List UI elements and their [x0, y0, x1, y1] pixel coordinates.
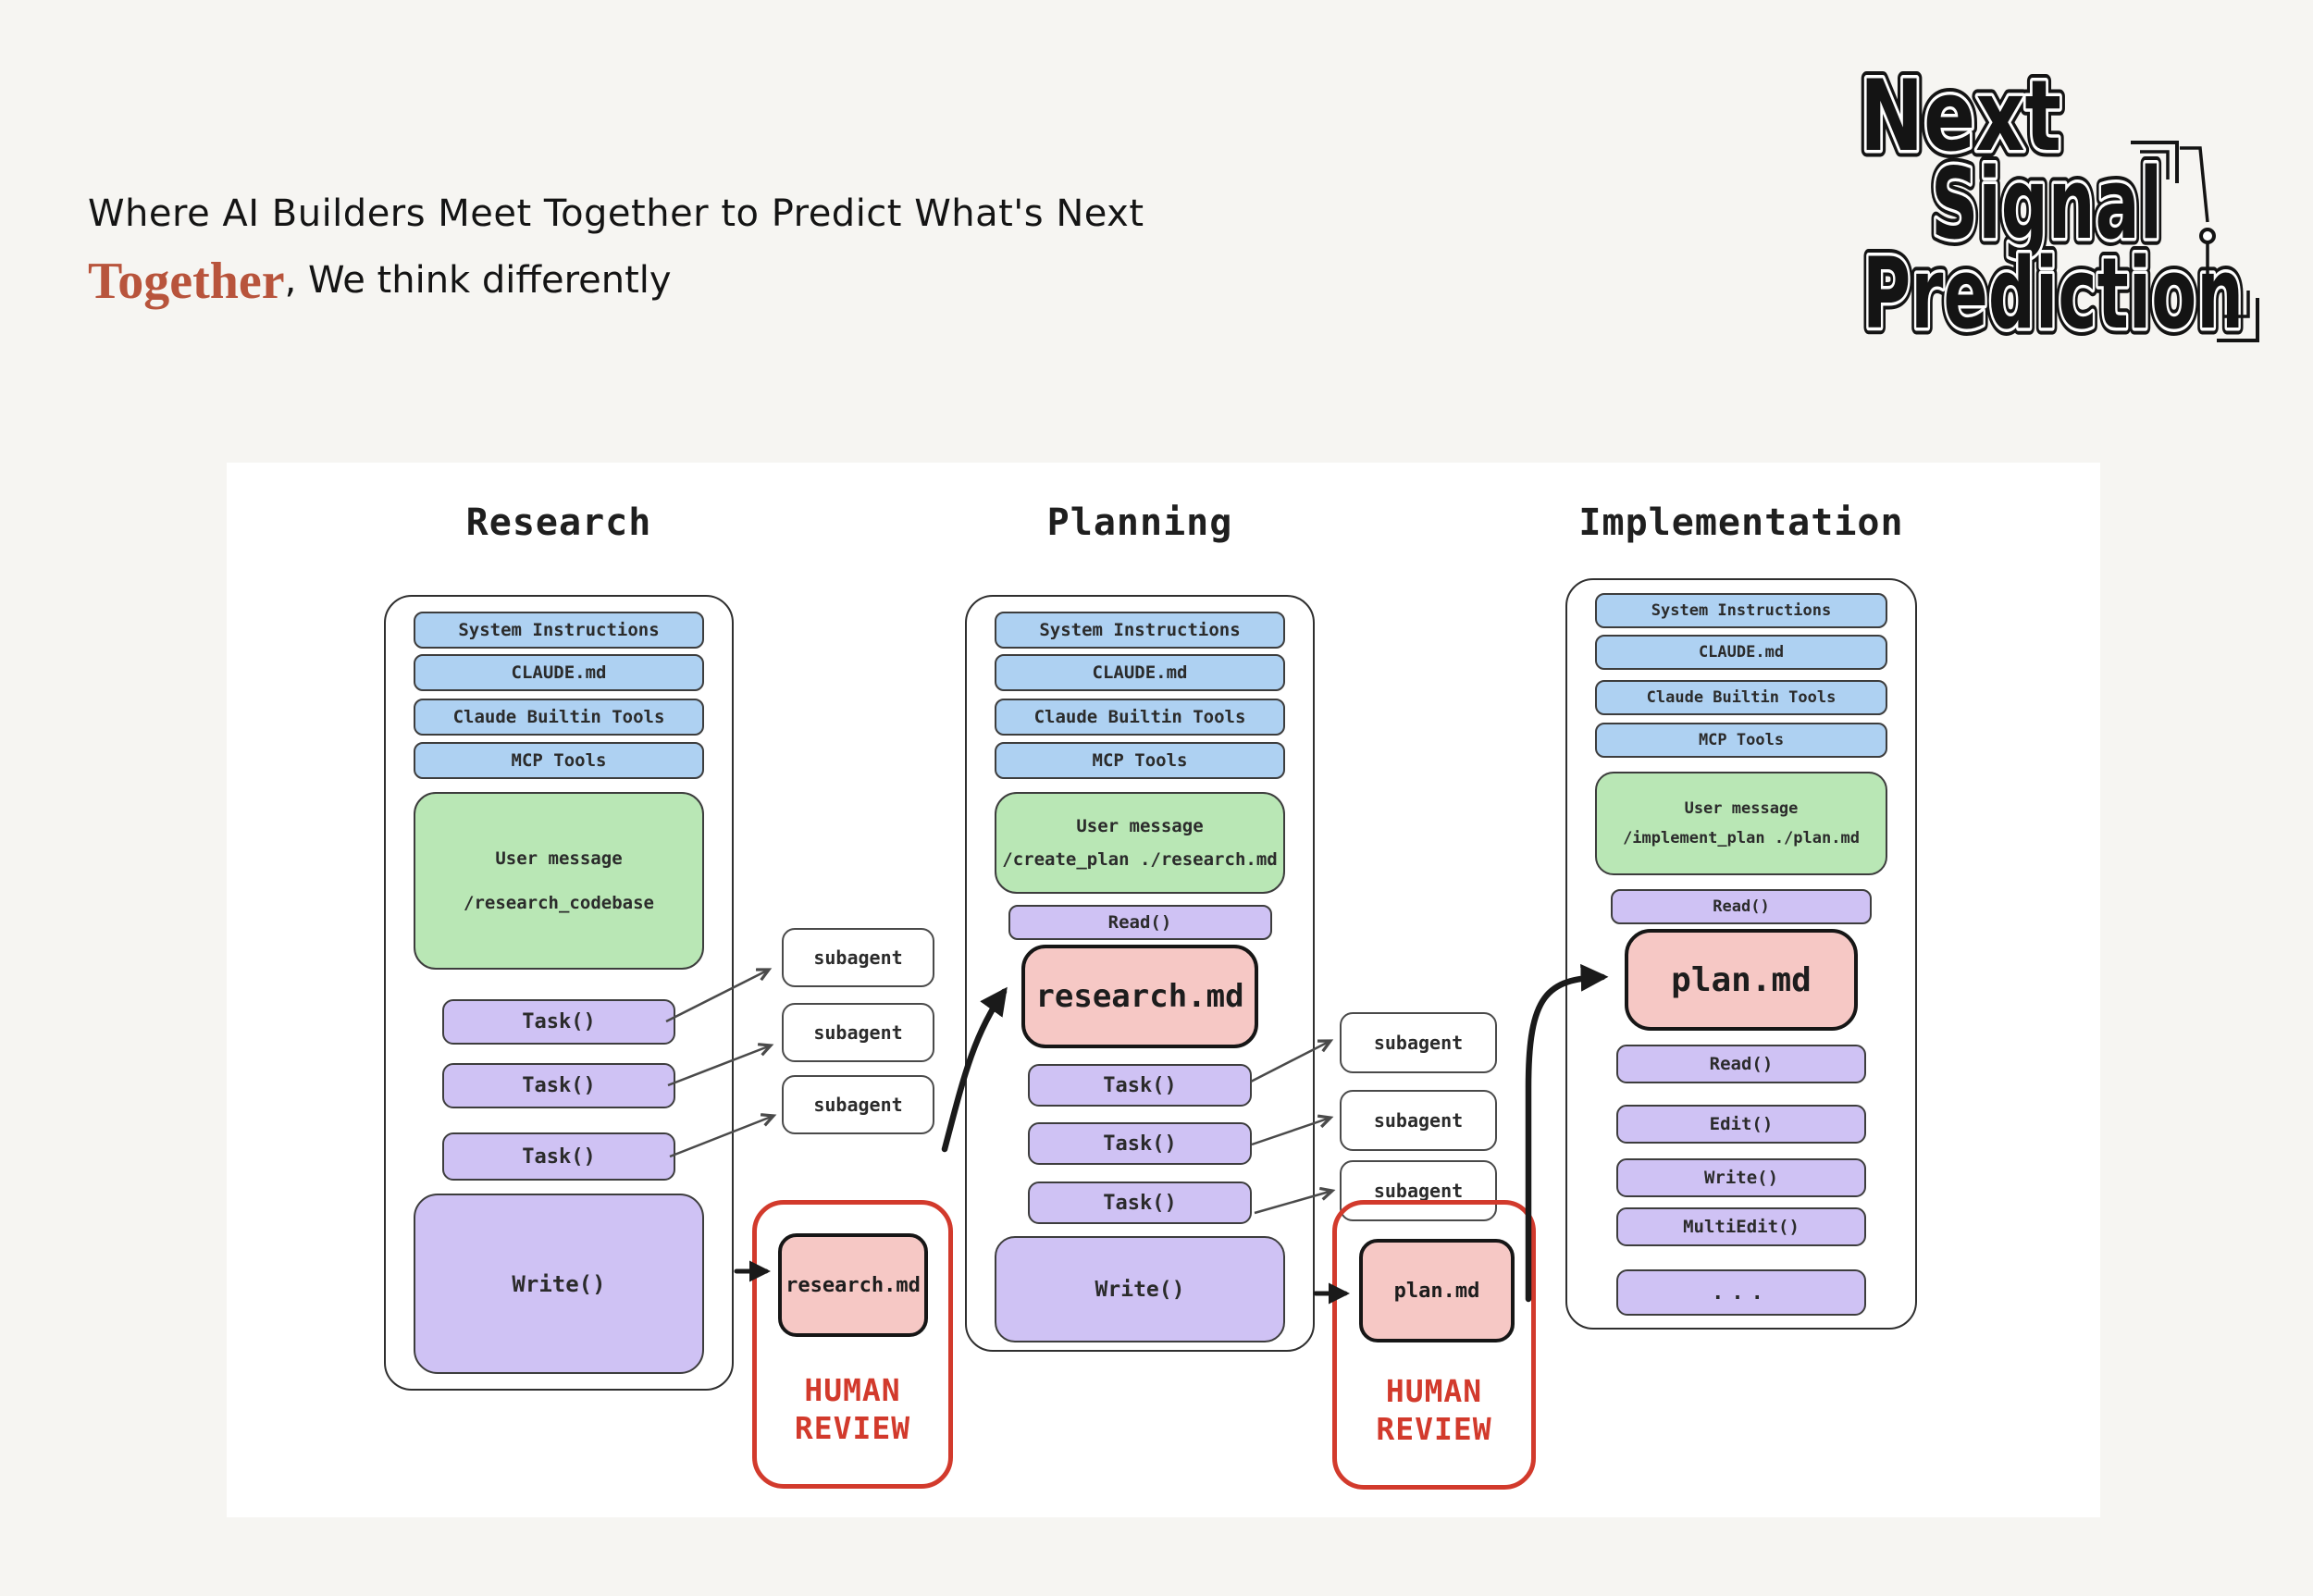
- write-call: Write(): [995, 1236, 1285, 1342]
- human-review-box: research.md HUMAN REVIEW: [752, 1200, 953, 1489]
- task-call: Task(): [1028, 1182, 1252, 1224]
- brand-logo: Next Signal Prediction Next Signal Predi…: [1853, 63, 2259, 350]
- research-md-artifact: research.md: [1021, 945, 1258, 1048]
- user-message-command: /research_codebase: [464, 893, 654, 913]
- research-title: Research: [465, 501, 652, 544]
- task-call: Task(): [442, 1063, 675, 1108]
- reviewed-plan-md: plan.md: [1359, 1239, 1515, 1342]
- context-pill: System Instructions: [414, 612, 704, 649]
- logo-line3: Prediction: [1862, 237, 2244, 350]
- implementation-agent-container: System Instructions CLAUDE.md Claude Bui…: [1565, 578, 1917, 1330]
- user-message-label: User message: [495, 848, 623, 869]
- plan-md-artifact: plan.md: [1625, 929, 1858, 1031]
- context-pill: System Instructions: [995, 612, 1285, 649]
- subtitle-rest: , We think differently: [284, 259, 672, 302]
- subagent-box: subagent: [782, 1075, 934, 1134]
- circuit-bracket-top-icon: [2131, 141, 2179, 183]
- human-review-label: HUMAN REVIEW: [757, 1371, 948, 1447]
- context-pill: Claude Builtin Tools: [1595, 680, 1887, 715]
- task-call: Task(): [442, 1132, 675, 1181]
- planning-agent-container: System Instructions CLAUDE.md Claude Bui…: [965, 595, 1315, 1352]
- user-message-box: User message /create_plan ./research.md: [995, 792, 1285, 894]
- circuit-trace-icon: [2180, 146, 2209, 223]
- context-pill: CLAUDE.md: [1595, 635, 1887, 670]
- user-message-command: /create_plan ./research.md: [1002, 849, 1278, 870]
- tagline: Where AI Builders Meet Together to Predi…: [88, 192, 1144, 235]
- implementation-title: Implementation: [1578, 501, 1904, 544]
- tool-call: Read(): [1616, 1045, 1866, 1083]
- context-pill: System Instructions: [1595, 593, 1887, 628]
- tool-call: MultiEdit(): [1616, 1207, 1866, 1246]
- task-call: Task(): [1028, 1122, 1252, 1165]
- logo-line2-outline: Signal: [1931, 147, 2162, 261]
- planning-title: Planning: [1046, 501, 1233, 544]
- circuit-bracket-bottom-icon: [2217, 298, 2259, 342]
- context-pill: CLAUDE.md: [995, 654, 1285, 691]
- context-pill: MCP Tools: [995, 742, 1285, 779]
- subagent-box: subagent: [1340, 1090, 1497, 1151]
- subagent-box: subagent: [782, 928, 934, 987]
- user-message-box: User message /research_codebase: [414, 792, 704, 970]
- human-review-line2: REVIEW: [1376, 1411, 1492, 1447]
- user-message-label: User message: [1684, 799, 1799, 818]
- subagent-box: subagent: [1340, 1012, 1497, 1073]
- context-pill: Claude Builtin Tools: [414, 699, 704, 736]
- subagent-box: subagent: [1340, 1160, 1497, 1221]
- human-review-box: plan.md HUMAN REVIEW: [1332, 1200, 1536, 1490]
- user-message-command: /implement_plan ./plan.md: [1623, 829, 1860, 847]
- logo-line1-outline: Next: [1860, 63, 2061, 173]
- research-agent-container: System Instructions CLAUDE.md Claude Bui…: [384, 595, 734, 1391]
- subtitle: Together, We think differently: [88, 252, 672, 311]
- reviewed-research-md: research.md: [778, 1233, 928, 1337]
- task-call: Task(): [1028, 1064, 1252, 1107]
- human-review-line2: REVIEW: [794, 1410, 911, 1446]
- more-tools-pill: ...: [1616, 1269, 1866, 1316]
- read-call: Read(): [1008, 905, 1272, 940]
- subagent-box: subagent: [782, 1003, 934, 1062]
- circuit-bracket-bottom-inner-icon: [2224, 291, 2250, 318]
- context-pill: MCP Tools: [1595, 723, 1887, 758]
- read-call: Read(): [1611, 889, 1872, 924]
- user-message-box: User message /implement_plan ./plan.md: [1595, 772, 1887, 875]
- task-call: Task(): [442, 999, 675, 1045]
- human-review-line1: HUMAN: [1385, 1373, 1483, 1409]
- user-message-label: User message: [1076, 816, 1204, 836]
- tool-call: Write(): [1616, 1158, 1866, 1197]
- context-pill: MCP Tools: [414, 742, 704, 779]
- together-word: Together: [88, 253, 285, 310]
- logo-line1: Next: [1860, 63, 2061, 173]
- context-pill: Claude Builtin Tools: [995, 699, 1285, 736]
- circuit-bracket-top-inner-icon: [2140, 150, 2170, 179]
- tool-call: Edit(): [1616, 1105, 1866, 1144]
- logo-line3-outline: Prediction: [1862, 237, 2244, 350]
- write-call: Write(): [414, 1194, 704, 1374]
- logo-line2: Signal: [1931, 147, 2162, 261]
- human-review-line1: HUMAN: [804, 1372, 901, 1408]
- circuit-node-icon: [2199, 228, 2216, 244]
- human-review-label: HUMAN REVIEW: [1337, 1372, 1531, 1448]
- context-pill: CLAUDE.md: [414, 654, 704, 691]
